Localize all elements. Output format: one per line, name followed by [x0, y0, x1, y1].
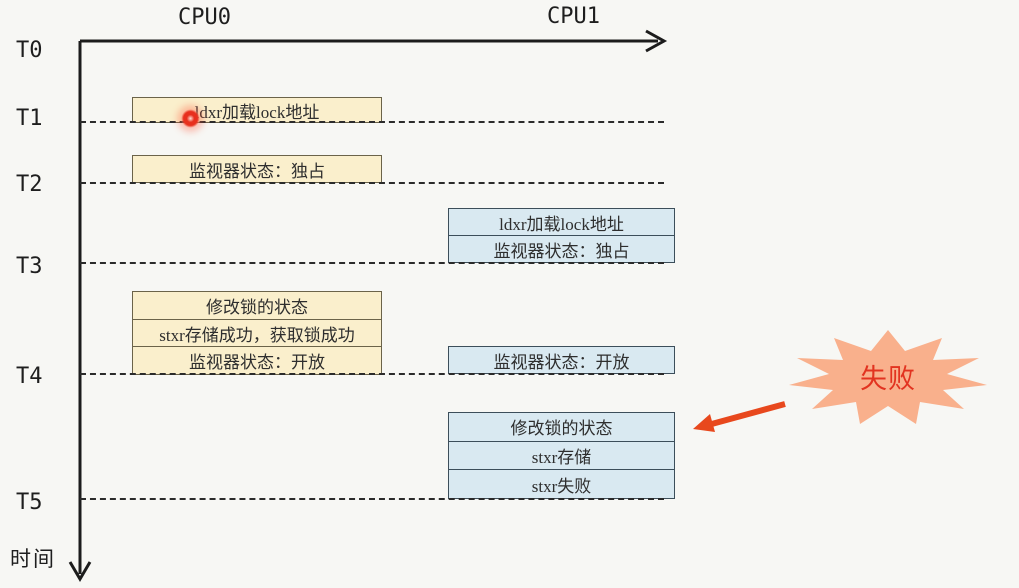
time-axis-label: 时间	[10, 547, 56, 571]
gridline-t1	[80, 121, 664, 123]
cpu1-monitor-open-label: 监视器状态：开放	[493, 352, 630, 372]
cpu1-monitor-open-box: 监视器状态：开放	[448, 346, 675, 374]
vertical-axis-arrowhead-icon	[68, 561, 92, 582]
failure-arrow-line	[707, 401, 786, 428]
gridline-t2	[80, 182, 664, 184]
cpu1-stxr-fail-label: stxr失败	[449, 469, 674, 498]
cpu1-ldxr-stack: ldxr加载lock地址 监视器状态：独占	[448, 208, 675, 263]
cpu0-column-label: CPU0	[178, 5, 231, 30]
tick-t4: T4	[16, 364, 43, 389]
failure-burst-icon	[789, 330, 987, 424]
tick-t3: T3	[16, 254, 43, 279]
cpu0-ldxr-label: ldxr加载lock地址	[194, 103, 320, 122]
cpu0-monitor-exclusive-box: 监视器状态：独占	[132, 155, 382, 183]
cpu0-modify-lock-label: 修改锁的状态	[206, 297, 308, 317]
failure-arrow-head-icon	[693, 414, 715, 432]
horizontal-axis-arrowhead-icon	[645, 29, 668, 53]
gridline-t3	[80, 262, 664, 264]
cpu0-monitor-open-label: 监视器状态：开放	[133, 346, 381, 374]
tick-t0: T0	[16, 38, 43, 63]
tick-t2: T2	[16, 172, 43, 197]
tick-t1: T1	[16, 106, 43, 131]
cpu1-store-fail-stack: 修改锁的状态 stxr存储 stxr失败	[448, 412, 675, 499]
cpu0-store-success-stack: 修改锁的状态 stxr存储成功，获取锁成功 监视器状态：开放	[132, 291, 382, 375]
cpu0-monitor-exclusive-label: 监视器状态：独占	[189, 161, 325, 181]
cpu1-monitor-exclusive-label: 监视器状态：独占	[449, 235, 674, 262]
cpu1-modify-lock-label: 修改锁的状态	[510, 419, 613, 439]
cpu0-ldxr-box: ldxr加载lock地址	[132, 97, 382, 123]
click-cursor-icon	[181, 109, 200, 128]
cpu0-stxr-success-label: stxr存储成功，获取锁成功	[133, 318, 381, 347]
failure-burst-label: 失败	[860, 364, 916, 394]
cpu1-ldxr-label: ldxr加载lock地址	[499, 214, 624, 234]
cpu1-column-label: CPU1	[547, 4, 600, 29]
gridline-t5	[80, 498, 664, 500]
gridline-t4	[80, 373, 664, 375]
cpu1-stxr-store-label: stxr存储	[449, 440, 674, 470]
tick-t5: T5	[16, 490, 43, 515]
